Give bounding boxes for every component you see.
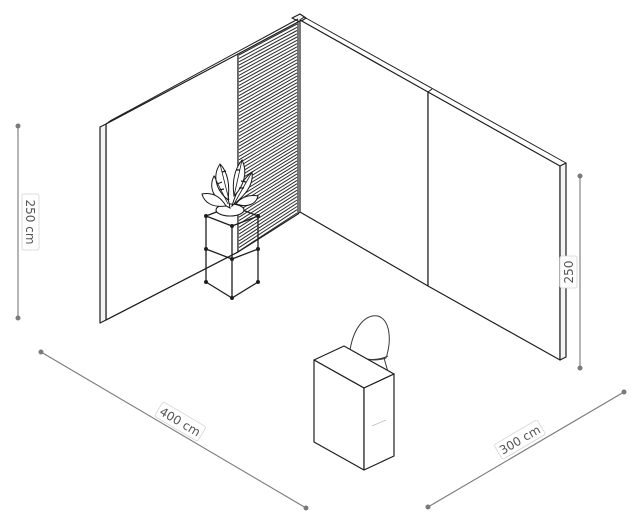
wall-slat — [238, 121, 298, 157]
wall-slat — [238, 176, 298, 215]
wall-slat — [238, 33, 298, 66]
wall-slat — [238, 111, 298, 147]
floor-corner — [297, 211, 301, 215]
floor-left-edge — [105, 251, 239, 321]
wall-slat — [238, 91, 298, 127]
counter-side — [363, 373, 395, 471]
wall-slat — [238, 72, 298, 107]
left-wall-top-line — [109, 18, 299, 122]
wall-slat — [238, 62, 298, 97]
left-height-label: 250 cm — [23, 199, 37, 244]
wall-slat — [238, 144, 298, 181]
wall-slat — [238, 59, 298, 93]
wall-slat — [238, 88, 298, 124]
right-wall-panel-back — [299, 19, 429, 287]
wall-slat — [238, 65, 298, 100]
wall-slat — [238, 52, 298, 86]
wall-slat — [238, 131, 298, 167]
wall-slat — [238, 56, 298, 90]
wall-slat — [238, 78, 298, 113]
dimension-right-height: 250 — [559, 173, 583, 371]
wall-slat — [238, 137, 298, 174]
wall-slat — [238, 30, 298, 63]
slatted-wall-slats — [238, 23, 298, 252]
potted-plant — [201, 159, 259, 217]
left-wall-edge — [99, 123, 107, 324]
wall-slat — [238, 206, 298, 245]
wall-slat — [238, 39, 298, 73]
wall-slat — [238, 124, 298, 161]
wall-slat — [238, 105, 298, 140]
wall-slat — [238, 192, 298, 232]
wall-slat — [238, 196, 298, 235]
wall-slat — [238, 140, 298, 178]
wall-slat — [238, 85, 298, 120]
wall-slat — [238, 212, 298, 252]
wall-slat — [238, 23, 298, 56]
dimension-side-depth: 300 cm — [425, 389, 627, 510]
wall-slat — [238, 199, 298, 238]
plant-stand — [204, 205, 260, 300]
wall-slat — [238, 26, 298, 59]
right-wall-top-cap — [299, 16, 305, 21]
wall-slat — [238, 98, 298, 134]
right-height-label: 250 — [562, 261, 576, 284]
wall-slat — [238, 43, 298, 76]
wall-slat — [238, 118, 298, 154]
wall-slat — [238, 127, 298, 164]
wall-slat — [238, 209, 298, 249]
counter — [313, 345, 395, 471]
wall-slat — [238, 186, 298, 225]
wall-slat — [238, 189, 298, 228]
wall-slat — [238, 101, 298, 137]
wall-slat — [238, 49, 298, 83]
wall-slat — [238, 69, 298, 103]
dimension-front-width: 400 cm — [38, 349, 309, 511]
wall-slat — [238, 163, 298, 201]
wall-slat — [238, 82, 298, 117]
wall-slat — [238, 36, 298, 69]
dimension-left-height: 250 cm — [15, 123, 40, 321]
wall-slat — [238, 95, 298, 130]
wall-slat — [238, 134, 298, 171]
wall-slat — [238, 183, 298, 222]
left-wall-top-cap — [105, 120, 111, 125]
right-wall-seam-cap — [427, 88, 433, 93]
wall-slat — [238, 160, 298, 198]
wall-slat — [238, 114, 298, 151]
wall-slat — [238, 75, 298, 110]
wall-slat — [238, 179, 298, 218]
wall-slat — [238, 202, 298, 242]
right-wall-top-line — [303, 16, 567, 164]
wall-slat — [238, 108, 298, 144]
right-wall-panel-front — [427, 91, 561, 361]
wall-slat — [238, 46, 298, 80]
